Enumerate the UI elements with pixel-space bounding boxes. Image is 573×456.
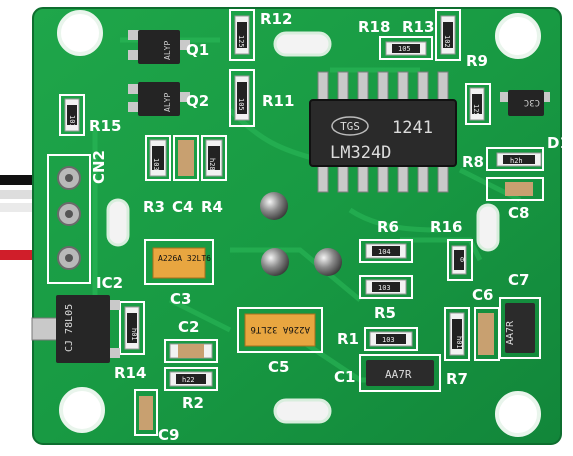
label-r12: R12: [260, 10, 292, 28]
label-r3: R3: [143, 198, 165, 216]
svg-text:A226A 32LT6: A226A 32LT6: [158, 254, 211, 263]
svg-text:AA7R: AA7R: [505, 320, 516, 345]
label-c9: C9: [158, 426, 179, 444]
label-c6: C6: [472, 286, 493, 304]
label-r16: R16: [430, 218, 462, 236]
label-cn2: CN2: [90, 150, 108, 184]
svg-text:102: 102: [443, 35, 451, 48]
silk-outlines: [47, 9, 544, 436]
label-c8: C8: [508, 204, 529, 222]
label-r2: R2: [182, 394, 204, 412]
svg-text:104: 104: [378, 248, 391, 256]
label-c2: C2: [178, 318, 199, 336]
label-r15: R15: [89, 117, 121, 135]
label-r7: R7: [446, 370, 468, 388]
svg-text:105: 105: [398, 45, 411, 53]
svg-text:103: 103: [152, 158, 160, 171]
svg-text:105: 105: [237, 98, 245, 111]
svg-text:101: 101: [68, 115, 76, 128]
svg-text:ALYP: ALYP: [163, 93, 172, 112]
label-c5: C5: [268, 358, 289, 376]
svg-text:103: 103: [382, 336, 395, 344]
label-c3: C3: [170, 290, 191, 308]
label-q2: Q2: [186, 92, 209, 110]
label-r18: R18: [358, 18, 390, 36]
label-r6: R6: [377, 218, 399, 236]
svg-text:125: 125: [472, 104, 480, 117]
sensor-pins: [260, 192, 342, 276]
ic-lm324d: TGS 1241 LM324D: [309, 71, 457, 193]
regulator-marking: CJ 78L05: [64, 304, 75, 352]
svg-text:h01: h01: [455, 336, 463, 349]
ic-brand: TGS: [340, 120, 360, 133]
label-r8: R8: [462, 153, 484, 171]
label-c4: C4: [172, 198, 193, 216]
label-r5: R5: [374, 304, 396, 322]
transistors: ALYP ALYP: [128, 30, 190, 116]
svg-text:h01: h01: [130, 328, 138, 341]
diode-d1: C3C: [500, 90, 550, 116]
smd-parts: [64, 15, 542, 430]
connector-cn2: [57, 166, 81, 270]
slots: [106, 31, 500, 424]
svg-text:h22: h22: [182, 376, 195, 384]
svg-text:125: 125: [237, 35, 245, 48]
label-r4: R4: [201, 198, 223, 216]
svg-text:103: 103: [378, 284, 391, 292]
silk-labels: R12 R18 R13 Q1 Q2 R9 R11 R15 D1 CN2 R8 R…: [89, 10, 570, 444]
svg-text:AA7R: AA7R: [385, 368, 412, 381]
svg-text:h28: h28: [208, 158, 216, 171]
ic-code: 1241: [392, 118, 433, 138]
mounting-holes: [57, 10, 541, 437]
svg-text:A226A 32LT6: A226A 32LT6: [250, 324, 310, 334]
label-r14: R14: [114, 364, 146, 382]
label-ic2: IC2: [96, 274, 123, 292]
label-r13: R13: [402, 18, 434, 36]
svg-text:0: 0: [460, 256, 464, 264]
svg-text:h2h: h2h: [510, 157, 523, 165]
label-r11: R11: [262, 92, 294, 110]
ic-part: LM324D: [330, 143, 391, 163]
svg-text:ALYP: ALYP: [163, 41, 172, 60]
label-c7: C7: [508, 271, 529, 289]
label-c1: C1: [334, 368, 355, 386]
label-d1: D1: [547, 134, 570, 152]
label-q1: Q1: [186, 41, 209, 59]
svg-text:C3C: C3C: [524, 97, 540, 107]
regulator-ic2: CJ 78L05: [31, 295, 120, 363]
part-markings: 104 103 103 105 h2h h22 103 h28 125 105 …: [68, 35, 523, 384]
label-r1: R1: [337, 330, 359, 348]
label-r9: R9: [466, 52, 488, 70]
tantalum-caps: A226A 32LT6 A226A 32LT6: [152, 247, 316, 347]
black-caps: AA7R AA7R: [366, 303, 535, 386]
wires: [0, 175, 40, 260]
